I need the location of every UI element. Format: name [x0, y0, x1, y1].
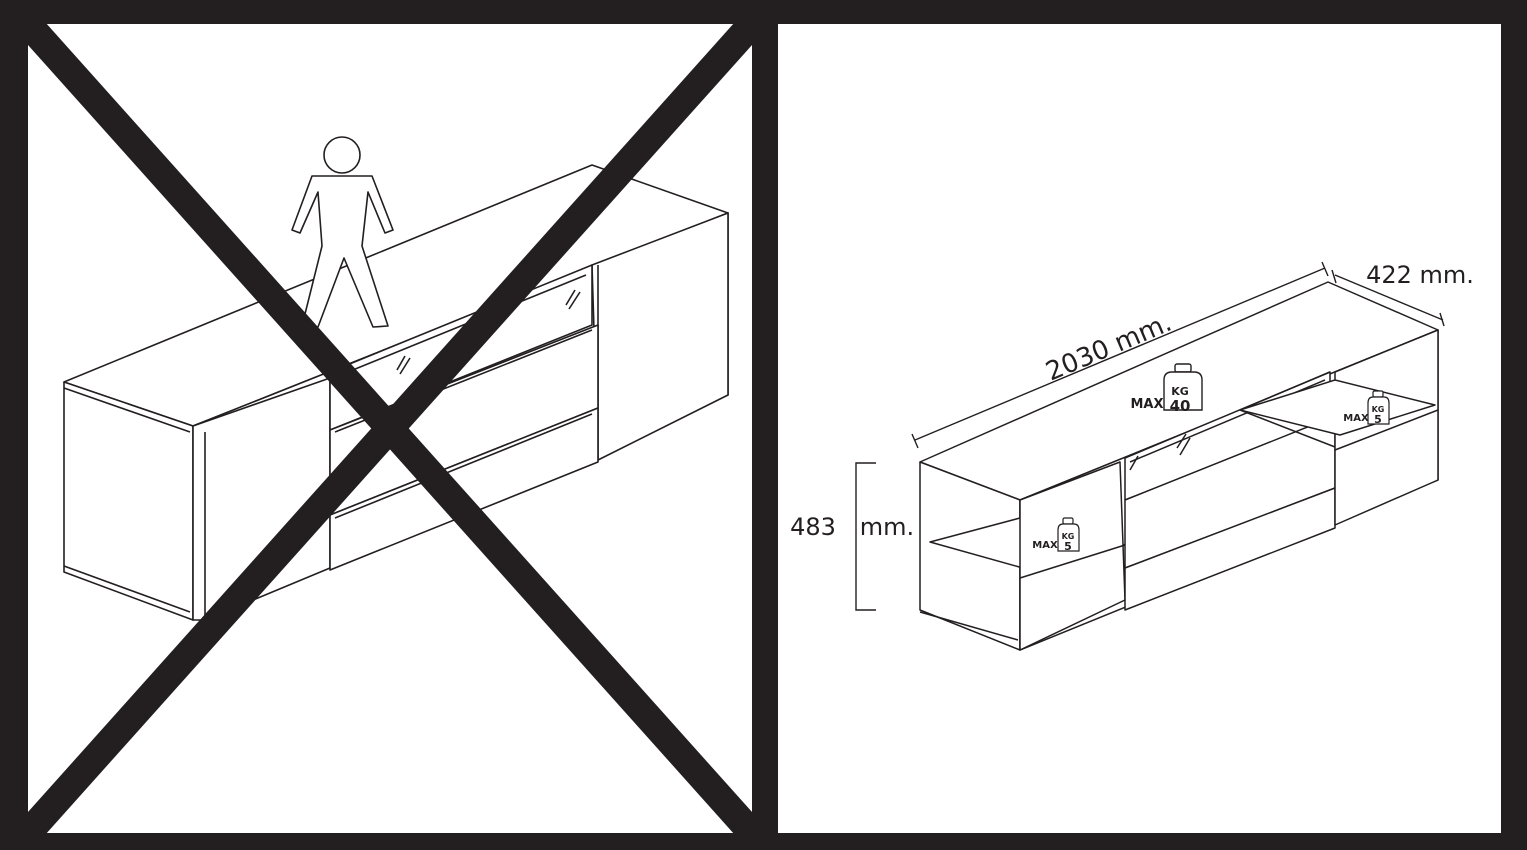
height-dimension-bracket [855, 462, 876, 611]
depth-dimension-label: 422 mm. [1366, 261, 1474, 289]
weight-icon [1367, 390, 1390, 425]
height-dimension-unit: mm. [860, 513, 914, 541]
weight-limit-5kg-right: MAX KG 5 [1343, 390, 1390, 426]
weight-max-label: MAX [1032, 540, 1058, 551]
weight-max-label: MAX [1343, 413, 1369, 424]
weight-value-label: 40 [1170, 397, 1191, 415]
weight-value-label: 5 [1064, 540, 1072, 553]
weight-max-label: MAX [1130, 397, 1163, 412]
weight-unit-label: KG [1171, 385, 1189, 398]
weight-icon [1163, 363, 1203, 411]
weight-icon [1057, 517, 1080, 552]
dimension-lines [855, 261, 1445, 611]
weight-unit-label: KG [1062, 532, 1075, 541]
weight-limit-5kg-left: MAX KG 5 [1032, 517, 1080, 553]
width-dimension-line [914, 267, 1326, 441]
weight-limit-40kg: MAX KG 40 [1130, 363, 1203, 415]
weight-value-label: 5 [1374, 413, 1382, 426]
prohibited-cross-icon [17, 14, 763, 843]
depth-dimension-line [1334, 274, 1444, 321]
weight-unit-label: KG [1372, 405, 1385, 414]
person-standing-on-cabinet-icon [291, 136, 394, 328]
height-dimension-value: 483 [790, 513, 836, 541]
